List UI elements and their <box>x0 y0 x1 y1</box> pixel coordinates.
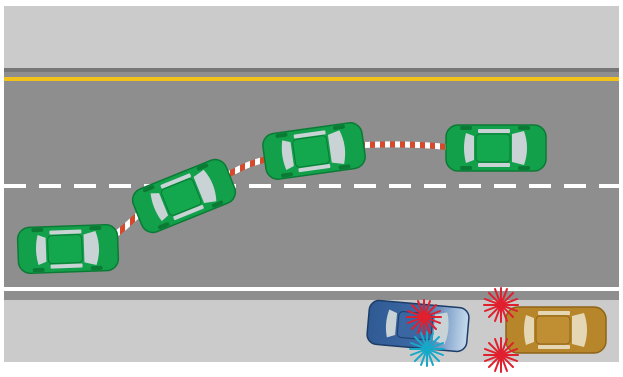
green-car-position-4 <box>446 125 546 171</box>
top-shoulder <box>4 6 619 68</box>
emergency-light-flash-icon <box>410 332 444 366</box>
yellow-center-line <box>4 77 619 81</box>
police-car-icon <box>366 300 469 353</box>
emergency-light-flash-icon <box>484 338 518 372</box>
sedan-top-view-icon <box>17 224 119 273</box>
green-car-position-1 <box>17 224 119 273</box>
road-edge-top <box>4 68 619 72</box>
sedan-top-view-icon <box>506 307 606 353</box>
emergency-light-flash-icon <box>407 300 441 334</box>
emergency-light-flash-icon <box>484 288 518 322</box>
sedan-top-view-icon <box>446 125 546 171</box>
stopped-car <box>506 307 606 353</box>
white-edge-line <box>4 287 619 291</box>
